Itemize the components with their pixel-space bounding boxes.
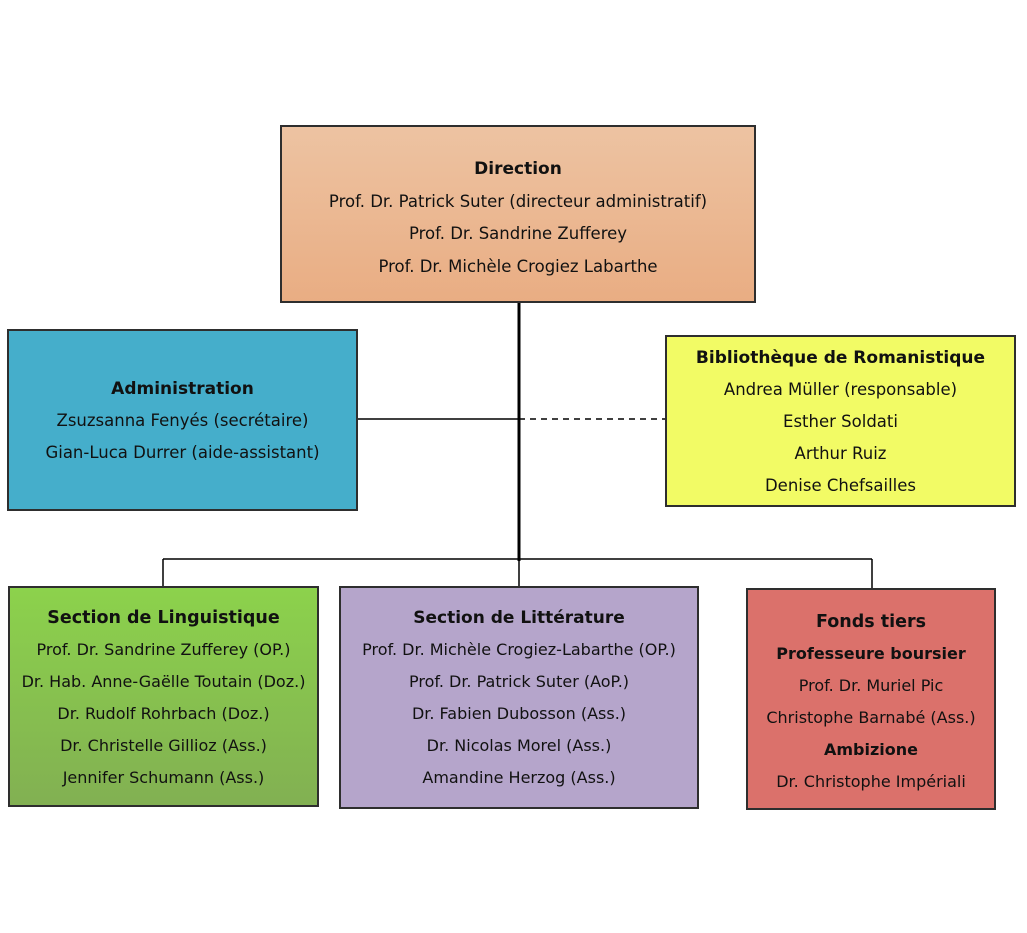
litterature-member: Dr. Fabien Dubosson (Ass.) (411, 704, 627, 723)
fonds-member: Dr. Christophe Impériali (776, 772, 966, 791)
fonds-group-subtitle: Professeure boursier (776, 644, 966, 663)
fonds-member: Christophe Barnabé (Ass.) (766, 708, 976, 727)
direction-title: Direction (474, 159, 562, 179)
direction-member: Prof. Dr. Michèle Crogiez Labarthe (378, 256, 658, 276)
litterature-member: Prof. Dr. Patrick Suter (AoP.) (408, 672, 630, 691)
bibliotheque-member: Andrea Müller (responsable) (723, 380, 958, 399)
administration-member: Zsuzsanna Fenyés (secrétaire) (56, 411, 309, 430)
linguistique-title: Section de Linguistique (47, 608, 280, 628)
direction-member: Prof. Dr. Patrick Suter (directeur admin… (328, 191, 708, 211)
fonds-tiers-box: Fonds tiers Professeure boursier Prof. D… (746, 588, 996, 810)
litterature-member: Dr. Nicolas Morel (Ass.) (426, 736, 612, 755)
litterature-member: Amandine Herzog (Ass.) (422, 768, 616, 787)
bibliotheque-member: Arthur Ruiz (794, 444, 887, 463)
litterature-title: Section de Littérature (413, 608, 625, 628)
linguistique-member: Dr. Christelle Gillioz (Ass.) (60, 736, 267, 755)
direction-box: Direction Prof. Dr. Patrick Suter (direc… (280, 125, 756, 303)
litterature-box: Section de Littérature Prof. Dr. Michèle… (339, 586, 699, 809)
linguistique-member: Jennifer Schumann (Ass.) (62, 768, 265, 787)
fonds-group-subtitle: Ambizione (823, 740, 919, 759)
bibliotheque-member: Esther Soldati (783, 412, 898, 431)
direction-member: Prof. Dr. Sandrine Zufferey (408, 224, 628, 243)
administration-title: Administration (111, 379, 254, 399)
fonds-tiers-title: Fonds tiers (815, 612, 927, 632)
bibliotheque-title: Bibliothèque de Romanistique (695, 348, 986, 368)
litterature-member: Prof. Dr. Michèle Crogiez-Labarthe (OP.) (362, 640, 676, 659)
linguistique-member: Dr. Hab. Anne-Gaëlle Toutain (Doz.) (21, 672, 306, 691)
linguistique-member: Dr. Rudolf Rohrbach (Doz.) (57, 704, 270, 723)
administration-member: Gian-Luca Durrer (aide-assistant) (45, 443, 320, 462)
fonds-member: Prof. Dr. Muriel Pic (798, 676, 944, 695)
administration-box: Administration Zsuzsanna Fenyés (secréta… (7, 329, 358, 511)
bibliotheque-box: Bibliothèque de Romanistique Andrea Müll… (665, 335, 1016, 507)
bibliotheque-member: Denise Chefsailles (764, 476, 917, 495)
linguistique-member: Prof. Dr. Sandrine Zufferey (OP.) (36, 640, 291, 659)
linguistique-box: Section de Linguistique Prof. Dr. Sandri… (8, 586, 319, 807)
